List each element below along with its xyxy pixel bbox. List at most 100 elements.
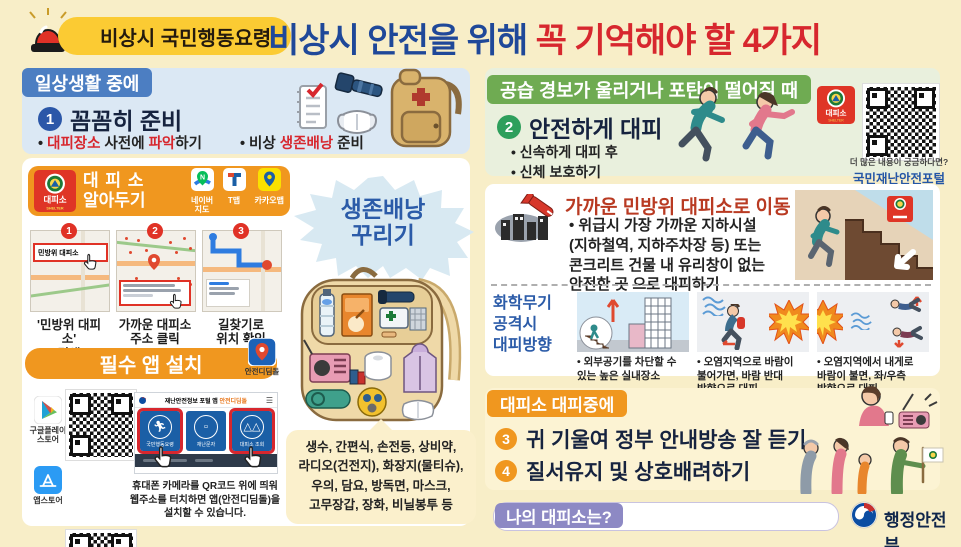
route-line bbox=[209, 233, 272, 270]
first-aid-kit bbox=[379, 307, 427, 338]
stairs-inset-icon bbox=[579, 316, 613, 350]
air-raid-bullets: • 신속하게 대피 후 • 신체 보호하기 bbox=[511, 142, 618, 183]
title-red: 꼭 기억해야 할 4가지 bbox=[535, 22, 822, 60]
chemical-caption-1: • 외부공기를 차단할 수 있는 높은 실내장소 bbox=[577, 356, 677, 382]
checklist-icon bbox=[297, 82, 327, 129]
daily-bullets: • 대피장소 사전에 파악하기 • 비상 생존배낭 준비 bbox=[38, 132, 364, 153]
step3-line: 3 귀 기울여 정부 안내방송 잘 듣기 bbox=[495, 424, 806, 454]
step2-number: 2 bbox=[497, 115, 521, 139]
app-kakaomap: 카카오맵 bbox=[255, 167, 284, 205]
air-raid-header: 공습 경보가 울리거나 포탄이 떨어질 때 bbox=[487, 75, 812, 104]
trees-icon: △△ bbox=[240, 414, 264, 439]
white-mask bbox=[401, 399, 435, 421]
chemical-scene-upwind bbox=[697, 292, 809, 352]
step4-line: 4 질서유지 및 상호배려하기 bbox=[495, 456, 750, 486]
safety-didimdol-app-icon bbox=[248, 338, 276, 366]
app-tmap: T맵 bbox=[222, 167, 246, 205]
header-badge: 비상시 국민행동요령 bbox=[58, 17, 292, 55]
wind-icon bbox=[702, 296, 726, 316]
flashlight bbox=[378, 290, 415, 304]
step4-title: 질서유지 및 상호배려하기 bbox=[526, 461, 751, 484]
shelter-know-banner: 대피소 SHELTER 대 피 소 알아두기 N 네이버 지도 bbox=[28, 166, 290, 216]
step3-title: 귀 기울여 정부 안내방송 잘 듣기 bbox=[526, 429, 807, 452]
step1-title: 꼼꼼히 준비 bbox=[70, 108, 183, 134]
app-install-banner: 필수 앱 설치 bbox=[25, 348, 277, 379]
hand-cursor-icon bbox=[244, 446, 262, 468]
svg-text:대피소: 대피소 bbox=[43, 195, 66, 205]
map3-info-panel bbox=[206, 279, 250, 307]
survival-bag-illustration bbox=[300, 267, 462, 422]
map2-caption: 가까운 대피소 주소 클릭 bbox=[118, 318, 192, 347]
card-prepare: 대피소 SHELTER 대 피 소 알아두기 N 네이버 지도 bbox=[22, 158, 476, 547]
app-screenshot-title: 재난안전정보 포털 앱 안전디딤돌 bbox=[164, 398, 248, 405]
starburst bbox=[294, 176, 474, 280]
app-naver-map: N 네이버 지도 bbox=[190, 167, 214, 214]
map1-thumbnail: 민방위 대피소 bbox=[30, 230, 110, 312]
raincoat bbox=[403, 343, 437, 393]
shelter-sign-icon: 대피소 SHELTER bbox=[34, 170, 76, 212]
running-people-illustration bbox=[678, 86, 795, 162]
map-step-1: 1 민방위 대피소 '민방위 대피소' 검색 bbox=[30, 223, 110, 361]
map-steps: 1 민방위 대피소 '민방위 대피소' 검색 2 bbox=[30, 223, 282, 361]
radio-listener-illustration bbox=[859, 386, 938, 429]
ministry-name: 행정안전부 bbox=[884, 511, 947, 547]
wind-icon bbox=[850, 312, 872, 330]
chemical-scene-crosswind bbox=[817, 292, 929, 352]
map-step-3: 3 길찾기로 위치 확인 bbox=[202, 223, 282, 347]
mask-icon bbox=[337, 110, 377, 134]
daily-bullet-1: • 대피장소 사전에 파악하기 bbox=[38, 136, 202, 152]
my-shelter-input[interactable] bbox=[629, 504, 833, 530]
section-during-evacuation: 대피소 대피중에 3 귀 기울여 정부 안내방송 잘 듣기 4 질서유지 및 상… bbox=[485, 386, 944, 494]
safety-didimdol-label: 안전디딤돌 bbox=[244, 367, 280, 376]
google-play-label: 구글플레이 스토어 bbox=[29, 426, 67, 445]
survival-bag-title: 생존배낭 꾸리기 bbox=[340, 196, 426, 249]
daily-bullet-2: • 비상 생존배낭 준비 bbox=[239, 136, 364, 152]
section-move-shelter: 가까운 민방위 대피소로 이동 • 위급시 가장 가까운 지하시설 (지하철역,… bbox=[485, 184, 940, 395]
divider bbox=[491, 284, 931, 286]
step2-title: 안전하게 대피 bbox=[529, 116, 663, 142]
daily-life-header: 일상생활 중에 bbox=[22, 68, 153, 97]
water-bottle bbox=[319, 289, 335, 337]
title-blue: 비상시 안전을 위해 bbox=[268, 22, 536, 60]
food-box bbox=[341, 293, 373, 337]
app-store-icon bbox=[34, 466, 62, 494]
radio bbox=[303, 339, 366, 385]
building-icon bbox=[628, 297, 672, 349]
svg-text:N: N bbox=[200, 174, 205, 181]
step4-number: 4 bbox=[495, 460, 517, 482]
missile-city-icon bbox=[495, 194, 554, 242]
app-screenshot: 재난안전정보 포털 앱 안전디딤돌 ☰ 🏃︎ 국민행동요령 ▫ 재난문자 △△ … bbox=[134, 392, 278, 474]
step1-line: 1 꼼꼼히 준비 bbox=[38, 102, 182, 136]
map2-thumbnail bbox=[116, 230, 196, 312]
kakaomap-icon bbox=[257, 167, 281, 191]
runner-down-icon bbox=[892, 326, 923, 348]
tile-shelter-search: △△ 대피소 조회 bbox=[229, 408, 275, 454]
qr-safety-portal bbox=[862, 83, 940, 161]
map2-address-box bbox=[119, 280, 191, 306]
shelter-sign-icon: 대피소 SHELTER bbox=[817, 86, 855, 124]
queue-illustration bbox=[800, 437, 944, 494]
menu-icon: ☰ bbox=[265, 395, 273, 405]
safety-portal-link: 국민재난안전포털 bbox=[852, 172, 945, 186]
runner-icon: 🏃︎ bbox=[148, 414, 172, 439]
map-step-2: 2 가까운 대피소 주소 클릭 bbox=[116, 223, 196, 347]
toilet-paper bbox=[364, 351, 392, 381]
gov-logo-icon bbox=[139, 396, 146, 404]
hand-cursor-icon bbox=[169, 293, 182, 309]
hand-cursor-icon bbox=[154, 446, 172, 468]
phone-icon: ▫ bbox=[194, 414, 218, 439]
svg-text:대피소: 대피소 bbox=[826, 107, 847, 117]
svg-text:SHELTER: SHELTER bbox=[46, 206, 64, 210]
step3-number: 3 bbox=[495, 428, 517, 450]
chemical-scene-indoor bbox=[577, 292, 689, 352]
tile-disaster-sms: ▫ 재난문자 bbox=[186, 411, 226, 451]
ministry-logo-icon bbox=[850, 501, 878, 529]
map3-number: 3 bbox=[233, 223, 249, 239]
runner-up-icon bbox=[890, 296, 922, 312]
sleeping-mat bbox=[305, 389, 351, 409]
move-title: 가까운 민방위 대피소로 이동 bbox=[565, 197, 791, 218]
my-shelter-label: 나의 대피소는? bbox=[495, 503, 623, 528]
map-pin-icon bbox=[148, 254, 160, 270]
svg-text:SHELTER: SHELTER bbox=[828, 119, 844, 123]
